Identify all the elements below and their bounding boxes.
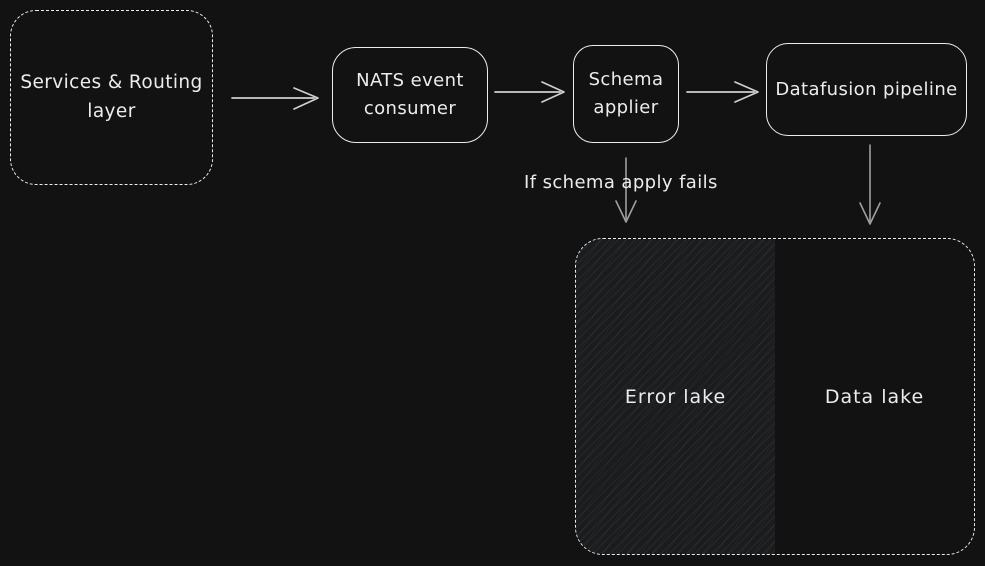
node-label-services-routing-layer: Services & Routing layer (20, 71, 203, 122)
arrow-services-to-nats (231, 87, 319, 110)
arrow-nats-to-schema (494, 81, 565, 103)
node-datafusion-pipeline: Datafusion pipeline (766, 43, 967, 136)
node-nats-event-consumer: NATS event consumer (332, 47, 488, 143)
node-label-nats-event-consumer: NATS event consumer (356, 70, 464, 119)
node-label-schema-applier: Schema applier (588, 69, 664, 118)
node-services-routing-layer: Services & Routing layer (10, 10, 213, 185)
node-schema-applier: Schema applier (573, 45, 679, 143)
error-lake-region: Error lake (576, 239, 775, 554)
arrow-schema-to-datafusion (686, 81, 759, 103)
node-label-datafusion-pipeline: Datafusion pipeline (775, 78, 958, 100)
arrow-datafusion-to-data-lake (859, 144, 881, 225)
node-label-data-lake: Data lake (824, 385, 925, 408)
data-lake-region: Data lake (775, 239, 974, 554)
lake-container: Error lake Data lake (575, 238, 975, 555)
schema-fail-annotation: If schema apply fails (524, 172, 718, 193)
node-label-error-lake: Error lake (624, 385, 727, 408)
